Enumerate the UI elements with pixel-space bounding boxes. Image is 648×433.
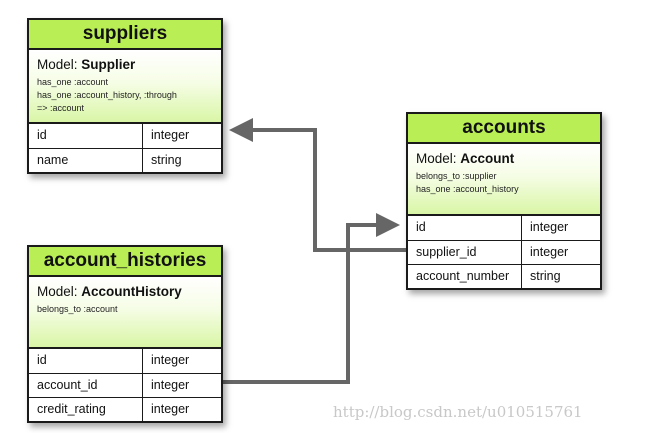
column-name: supplier_id: [408, 241, 522, 264]
column-row[interactable]: account_number string: [408, 264, 600, 288]
association-line: has_one :account: [37, 77, 109, 87]
column-name: credit_rating: [29, 398, 143, 421]
column-type: string: [151, 153, 182, 167]
model-label: Model: AccountHistory: [37, 284, 182, 299]
association-line: belongs_to :supplier: [416, 171, 497, 181]
column-row[interactable]: id integer: [408, 216, 600, 240]
column-row[interactable]: id integer: [29, 349, 221, 373]
model-label: Model: Account: [416, 151, 515, 166]
column-name: name: [29, 149, 143, 172]
association-line: has_one :account_history, :through: [37, 90, 177, 100]
column-row[interactable]: id integer: [29, 124, 221, 148]
table-title: account_histories: [29, 247, 221, 277]
model-name: AccountHistory: [81, 284, 182, 299]
column-row[interactable]: name string: [29, 148, 221, 172]
table-account-histories[interactable]: account_histories Model: AccountHistory …: [27, 245, 223, 423]
model-section: Model: Supplier has_one :account has_one…: [29, 50, 221, 124]
column-name: id: [29, 349, 143, 373]
column-type: integer: [151, 378, 190, 392]
table-title: accounts: [408, 114, 600, 144]
column-type: integer: [530, 245, 569, 259]
column-name: id: [408, 216, 522, 240]
table-suppliers[interactable]: suppliers Model: Supplier has_one :accou…: [27, 18, 223, 174]
column-type: integer: [151, 353, 190, 367]
model-name: Supplier: [81, 57, 136, 72]
column-row[interactable]: account_id integer: [29, 373, 221, 397]
model-section: Model: AccountHistory belongs_to :accoun…: [29, 277, 221, 349]
table-accounts[interactable]: accounts Model: Account belongs_to :supp…: [406, 112, 602, 290]
association-line: has_one :account_history: [416, 184, 519, 194]
column-type: integer: [151, 402, 190, 416]
connector-account-id: [223, 213, 400, 384]
association-line: => :account: [37, 103, 85, 113]
model-section: Model: Account belongs_to :supplier has_…: [408, 144, 600, 216]
column-name: account_id: [29, 374, 143, 397]
model-label: Model: Supplier: [37, 57, 136, 72]
table-title: suppliers: [29, 20, 221, 50]
column-type: string: [530, 269, 561, 283]
column-row[interactable]: credit_rating integer: [29, 397, 221, 421]
column-name: id: [29, 124, 143, 148]
column-row[interactable]: supplier_id integer: [408, 240, 600, 264]
column-type: integer: [530, 220, 569, 234]
watermark-text: http://blog.csdn.net/u010515761: [333, 403, 583, 421]
connector-supplier-id: [229, 118, 406, 252]
model-name: Account: [460, 151, 515, 166]
column-name: account_number: [408, 265, 522, 288]
association-line: belongs_to :account: [37, 304, 118, 314]
column-type: integer: [151, 128, 190, 142]
